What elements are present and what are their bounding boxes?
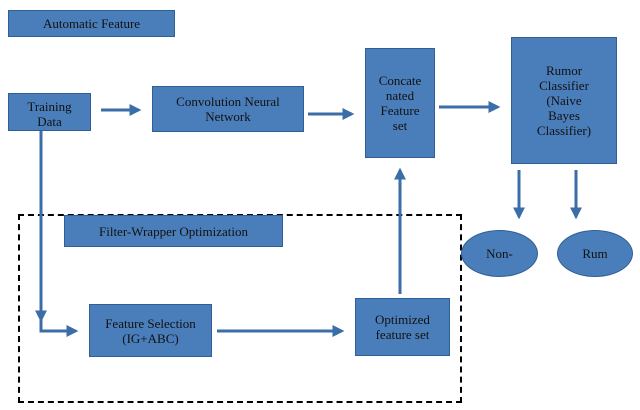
optimized-feature-box: Optimized feature set <box>355 298 450 356</box>
concatenated-feature-box: Concate nated Feature set <box>365 48 435 158</box>
arrow-training-to-feature-selection <box>39 131 79 337</box>
non-rumor-ellipse: Non- <box>461 230 538 277</box>
cnn-box: Convolution Neural Network <box>152 86 304 132</box>
rumor-ellipse: Rum <box>557 230 633 277</box>
rumor-classifier-box: Rumor Classifier (Naive Bayes Classifier… <box>511 37 617 164</box>
automatic-feature-label: Automatic Feature <box>8 10 175 37</box>
filter-wrapper-label: Filter-Wrapper Optimization <box>64 215 283 247</box>
training-data-box: Training Data <box>8 93 91 131</box>
feature-selection-box: Feature Selection (IG+ABC) <box>89 304 212 357</box>
